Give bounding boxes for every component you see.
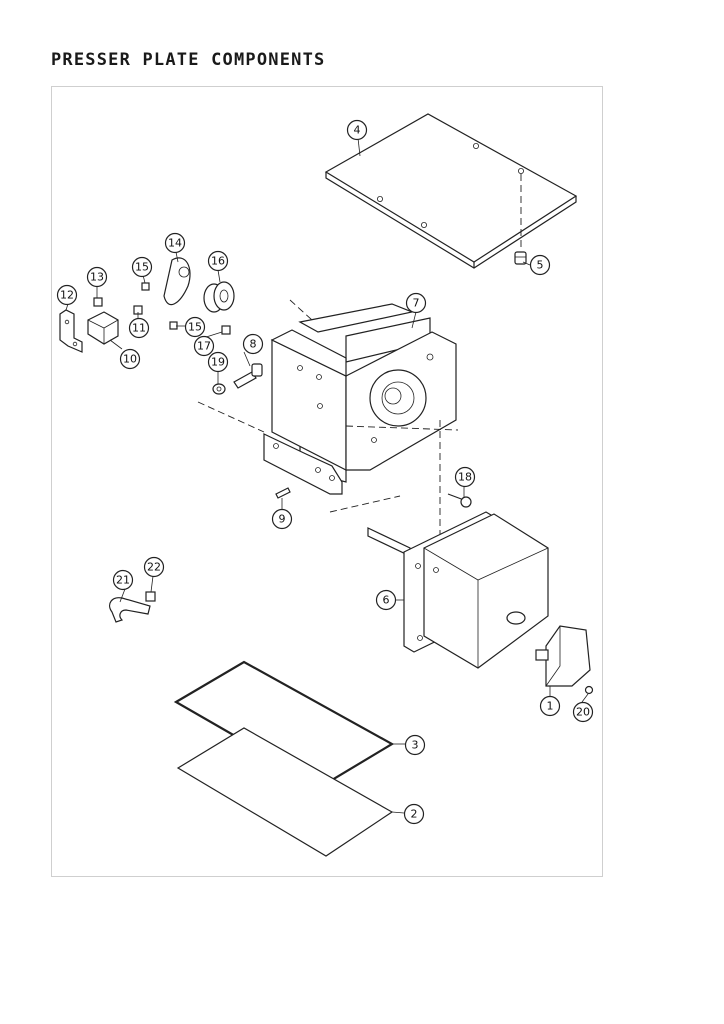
part-14-cam bbox=[163, 257, 191, 306]
callout-7-label: 7 bbox=[413, 297, 420, 310]
part-6-stepper-motor bbox=[367, 511, 549, 669]
part-15-set-screw-b bbox=[169, 321, 178, 330]
callout-18: 18 bbox=[454, 466, 476, 488]
page-title: PRESSER PLATE COMPONENTS bbox=[51, 50, 326, 70]
callout-6: 6 bbox=[375, 589, 397, 611]
part-10-sensor bbox=[87, 311, 119, 345]
callout-16: 16 bbox=[207, 250, 229, 272]
callout-9-label: 9 bbox=[279, 513, 286, 526]
part-18-screw bbox=[447, 493, 472, 508]
callout-22-label: 22 bbox=[147, 561, 161, 574]
callout-15-a: 15 bbox=[131, 256, 153, 278]
callout-19-label: 19 bbox=[211, 356, 225, 369]
callout-14-label: 14 bbox=[168, 237, 182, 250]
callout-3-label: 3 bbox=[412, 739, 419, 752]
part-15-set-screw-a bbox=[141, 282, 150, 291]
callout-12-label: 12 bbox=[60, 289, 74, 302]
callout-11-label: 11 bbox=[132, 322, 146, 335]
callout-19: 19 bbox=[207, 351, 229, 373]
callout-9: 9 bbox=[271, 508, 293, 530]
callout-18-label: 18 bbox=[458, 471, 472, 484]
part-7-main-bracket bbox=[263, 303, 457, 495]
part-12-bracket bbox=[59, 309, 83, 353]
part-8-bolt bbox=[233, 363, 263, 389]
callout-7: 7 bbox=[405, 292, 427, 314]
part-16-pulley bbox=[203, 281, 235, 313]
callout-14: 14 bbox=[164, 232, 186, 254]
callout-8: 8 bbox=[242, 333, 264, 355]
callout-15-a-label: 15 bbox=[135, 261, 149, 274]
callout-6-label: 6 bbox=[383, 594, 390, 607]
callout-12: 12 bbox=[56, 284, 78, 306]
callout-21-label: 21 bbox=[116, 574, 130, 587]
callout-5-label: 5 bbox=[537, 259, 544, 272]
callout-2: 2 bbox=[403, 803, 425, 825]
part-1-connector bbox=[535, 625, 591, 687]
callout-22: 22 bbox=[143, 556, 165, 578]
callout-5: 5 bbox=[529, 254, 551, 276]
callout-15-b-label: 15 bbox=[188, 321, 202, 334]
callout-10-label: 10 bbox=[123, 353, 137, 366]
callout-8-label: 8 bbox=[250, 338, 257, 351]
callout-13-label: 13 bbox=[90, 271, 104, 284]
part-20-screw bbox=[584, 685, 594, 695]
callout-13: 13 bbox=[86, 266, 108, 288]
diagram-frame bbox=[51, 86, 603, 877]
part-21-cable-clamp bbox=[109, 597, 151, 623]
part-4-top-plate bbox=[324, 113, 578, 269]
callout-10: 10 bbox=[119, 348, 141, 370]
leader-lines bbox=[65, 137, 589, 814]
callout-21: 21 bbox=[112, 569, 134, 591]
part-5-screw bbox=[514, 251, 527, 265]
part-19-washer bbox=[212, 383, 226, 395]
callout-20-label: 20 bbox=[576, 706, 590, 719]
callout-15-b: 15 bbox=[184, 316, 206, 338]
callout-4: 4 bbox=[346, 119, 368, 141]
part-17-screw bbox=[221, 325, 231, 335]
part-22-screw bbox=[145, 591, 156, 602]
callout-4-label: 4 bbox=[354, 124, 361, 137]
callout-11: 11 bbox=[128, 317, 150, 339]
callout-17-label: 17 bbox=[197, 340, 211, 353]
callout-20: 20 bbox=[572, 701, 594, 723]
callout-2-label: 2 bbox=[411, 808, 418, 821]
callout-17: 17 bbox=[193, 335, 215, 357]
callout-16-label: 16 bbox=[211, 255, 225, 268]
part-13-screw bbox=[93, 297, 103, 307]
callout-3: 3 bbox=[404, 734, 426, 756]
part-9-screw bbox=[275, 487, 291, 499]
callout-1: 1 bbox=[539, 695, 561, 717]
callout-1-label: 1 bbox=[547, 700, 554, 713]
